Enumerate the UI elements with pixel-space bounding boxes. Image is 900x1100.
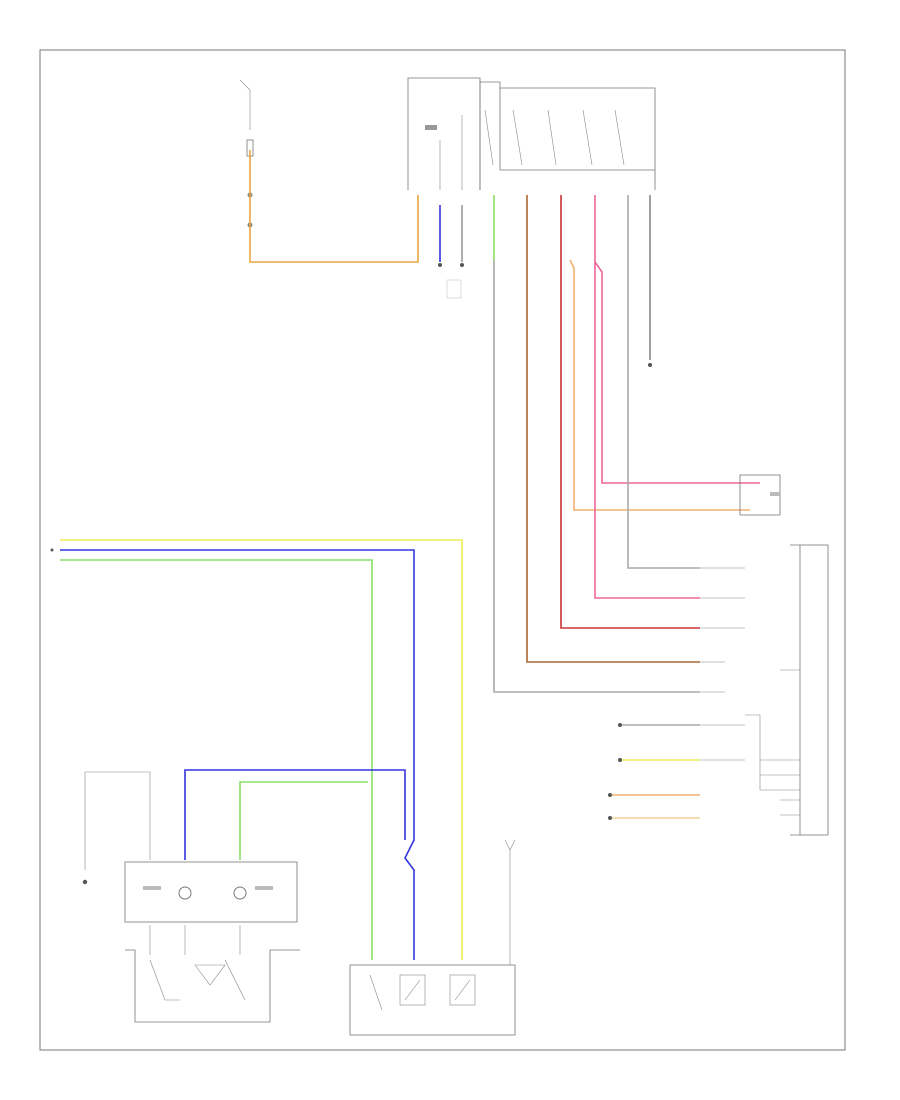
lower-left-switch	[125, 925, 300, 1023]
wire-pink-upper	[594, 195, 760, 484]
bus-left-end	[50, 548, 54, 552]
wire-orange-mid	[569, 259, 750, 511]
ground-symbol-icon	[648, 363, 652, 367]
wire-yellow-bus	[60, 539, 463, 960]
control-module-bracket	[790, 544, 800, 836]
indicator-lamp-icon	[233, 886, 247, 900]
lower-right-arrow	[504, 839, 516, 851]
wire-blue-lower	[184, 769, 406, 860]
control-module-box	[799, 544, 829, 836]
wire-gray-left-loop	[84, 771, 151, 870]
wire-green-bus	[60, 559, 373, 960]
module-internal-bus	[745, 714, 800, 816]
wire-gray-right	[627, 195, 700, 569]
wire-brown	[526, 195, 700, 663]
switch-contact-icon	[512, 109, 523, 166]
sheet-frame	[39, 49, 846, 1051]
switch-contact-icon	[369, 974, 383, 1011]
wire-red	[560, 195, 700, 629]
lower-right-switch	[349, 839, 516, 1036]
connector-pin-icon	[608, 793, 612, 797]
top-switch-assembly	[407, 77, 656, 190]
top-switch-housing-right	[479, 81, 656, 190]
ground-symbol-icon	[82, 879, 88, 885]
indicator-lamp-icon	[178, 886, 192, 900]
lower-right-switch-box	[349, 964, 516, 1036]
switch-contact-icon	[149, 959, 180, 1001]
switch-contact-icon	[614, 109, 625, 166]
indicator-switch	[124, 861, 298, 923]
wire-blue-bus	[60, 549, 415, 960]
switch-contact-icon	[582, 109, 593, 166]
top-switch-housing-inner	[499, 88, 655, 171]
ground-symbol-icon	[460, 263, 464, 267]
diode-icon	[194, 964, 226, 986]
wire-green-lower	[239, 781, 368, 860]
indicator-label-block	[255, 886, 273, 890]
ground-label-block	[446, 279, 462, 299]
switch-contact-icon	[399, 974, 426, 1006]
connector-pin-icon	[608, 816, 612, 820]
top-switch-housing-left	[407, 77, 481, 190]
wire-orange-feed	[249, 150, 419, 263]
lower-left-switch-frame	[125, 949, 300, 1023]
switch-contact-icon	[224, 959, 246, 1001]
control-module	[700, 544, 829, 836]
switch-contact-icon	[449, 974, 476, 1006]
fuse-source-group	[239, 79, 419, 263]
ground-symbol-icon	[438, 263, 442, 267]
connector-pin-icon	[618, 758, 622, 762]
wire-gray-long	[493, 260, 700, 693]
switch-contact-icon	[484, 109, 494, 166]
fuse-source-leader	[239, 79, 251, 130]
switch-label-block	[425, 125, 437, 130]
switch-contact-icon	[547, 109, 557, 166]
indicator-switch-box	[124, 861, 298, 923]
wire-pink-lower	[594, 262, 700, 599]
upper-right-pin-label	[770, 492, 780, 496]
connector-pin-icon	[618, 723, 622, 727]
indicator-label-block	[143, 886, 161, 890]
